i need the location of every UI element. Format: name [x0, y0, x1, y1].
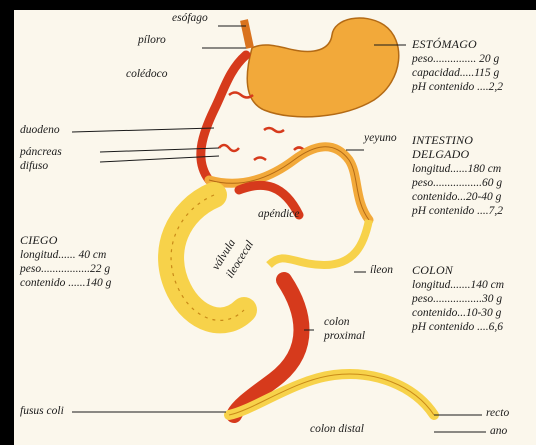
intestino-stat-3: contenido...20-40 g — [412, 191, 501, 204]
label-duodeno: duodeno — [20, 124, 60, 137]
label-proximal: proximal — [324, 330, 365, 343]
duodenum-shape — [201, 55, 246, 180]
ciego-title: CIEGO — [20, 234, 58, 248]
diagram-canvas: esófago píloro colédoco duodeno páncreas… — [14, 10, 536, 445]
label-pancreas: páncreas — [20, 146, 62, 159]
estomago-stat-2: capacidad.....115 g — [412, 67, 499, 80]
intestino-stat-2: peso.................60 g — [412, 177, 502, 190]
intestino-stat-1: longitud......180 cm — [412, 163, 501, 176]
label-coledoco: colédoco — [126, 68, 168, 81]
label-piloro: píloro — [138, 34, 166, 47]
intestino-title-2: DELGADO — [412, 148, 469, 162]
estomago-stat-3: pH contenido ....2,2 — [412, 81, 503, 94]
colon-title: COLON — [412, 264, 453, 278]
label-ileon: íleon — [370, 264, 393, 277]
label-recto: recto — [486, 407, 509, 420]
label-fusus-coli: fusus coli — [20, 405, 64, 418]
colon-stat-2: peso.................30 g — [412, 293, 502, 306]
label-esofago: esófago — [172, 12, 208, 25]
label-colon-distal: colon distal — [310, 423, 364, 436]
label-ano: ano — [490, 425, 507, 438]
label-difuso: difuso — [20, 160, 48, 173]
ciego-stat-2: peso.................22 g — [20, 263, 110, 276]
estomago-stat-1: peso............... 20 g — [412, 53, 499, 66]
colon-stat-1: longitud.......140 cm — [412, 279, 504, 292]
stomach-shape — [247, 18, 398, 117]
ciego-stat-1: longitud...... 40 cm — [20, 249, 106, 262]
colon-stat-3: contenido...10-30 g — [412, 307, 501, 320]
estomago-title: ESTÓMAGO — [412, 38, 477, 52]
label-colon: colon — [324, 316, 350, 329]
colon-stat-4: pH contenido ....6,6 — [412, 321, 503, 334]
ileum-shape — [269, 220, 369, 265]
label-apendice: apéndice — [258, 208, 300, 221]
label-yeyuno: yeyuno — [364, 132, 397, 145]
ciego-stat-3: contenido ......140 g — [20, 277, 111, 290]
intestino-stat-4: pH contenido ....7,2 — [412, 205, 503, 218]
esophagus-shape — [244, 20, 250, 48]
intestino-title-1: INTESTINO — [412, 134, 473, 148]
